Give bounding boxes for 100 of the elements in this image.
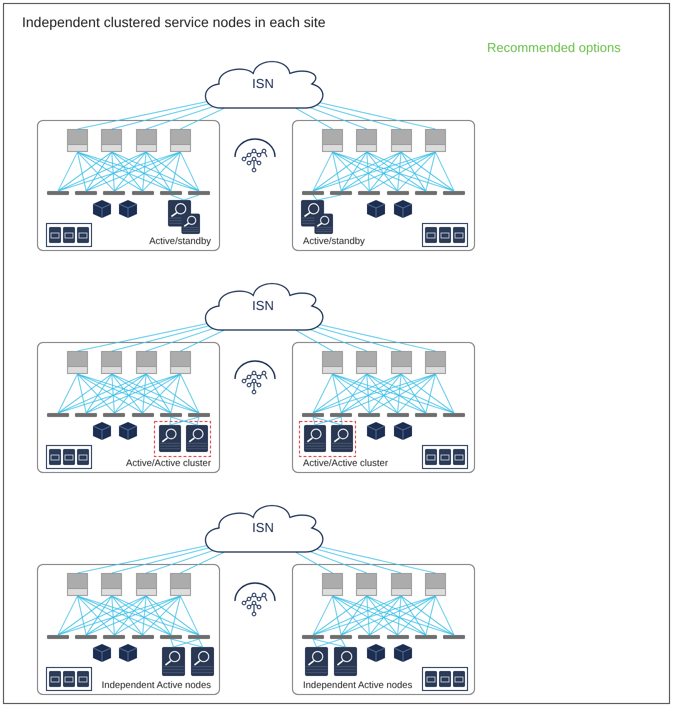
note-text: Recommended options [487,40,621,55]
link-line [332,152,454,192]
link-line [170,638,203,648]
link-line [77,152,200,192]
link-line [312,194,318,200]
link-line [77,374,87,414]
firewall-icon [304,425,326,452]
leaf-switch-bar [160,635,182,639]
link-line [312,638,317,648]
leaf-switch-bar [188,635,210,639]
link-line [146,374,172,414]
link-line [146,374,200,414]
link-line [425,374,436,414]
spine-switch-icon [170,573,191,596]
link-line [86,152,112,192]
spine-switch-icon [424,129,446,152]
link-line [312,374,402,414]
site-panel [37,342,220,473]
site-caption: Independent Active nodes [102,680,211,692]
link-line [366,374,370,414]
link-line [425,152,436,192]
spine-switch-icon [67,129,88,152]
site-caption: Active/standby [303,236,365,248]
site-panel [292,342,475,473]
spine-switch-icon [67,573,88,596]
link-line [170,194,184,200]
link-line [366,596,426,636]
link-line [170,596,181,636]
cluster-dashed-box [154,421,211,457]
leaf-switch-bar [358,635,380,639]
link-line [111,152,200,192]
leaf-switch-bar [160,413,182,417]
link-line [435,152,454,192]
link-line [170,152,181,192]
link-line [86,374,112,414]
link-line [58,374,112,414]
link-line [146,596,172,636]
link-line [340,152,436,192]
leaf-switch-bar [75,635,98,639]
link-line [77,152,115,192]
link-line [332,374,398,414]
link-line [146,596,200,636]
link-line [142,152,146,192]
link-line [366,374,454,414]
firewall-icon [305,647,328,676]
link-line [366,596,370,636]
leaf-switch-bar [103,635,126,639]
leaf-switch-bar [132,413,154,417]
leaf-switch-bar [443,635,465,639]
link-line [86,596,112,636]
link-line [77,152,87,192]
link-line [340,152,402,192]
link-line [170,374,181,414]
link-line [111,596,115,636]
link-line [58,596,146,636]
link-line [332,596,454,636]
link-line [332,596,370,636]
spine-switch-icon [356,129,378,152]
spine-switch-icon [390,129,412,152]
link-line [180,596,200,636]
spine-switch-icon [424,351,446,374]
link-line [312,152,368,192]
leaf-switch-bar [103,413,126,417]
link-line [435,596,454,636]
link-line [111,374,115,414]
spine-switch-icon [322,129,343,152]
link-line [366,596,454,636]
link-line [340,374,436,414]
spine-switch-icon [322,351,343,374]
link-line [114,152,181,192]
link-line [198,638,203,648]
link-line [77,374,115,414]
site-panel [37,120,220,251]
firewall-icon [301,200,333,234]
spine-switch-icon [136,129,157,152]
link-line [400,152,426,192]
link-line [332,152,342,192]
link-line [400,374,454,414]
link-line [366,374,426,414]
link-line [397,374,436,414]
leaf-switch-bar [386,413,409,417]
firewall-icon [191,647,214,676]
spine-switch-icon [424,573,446,596]
link-line [312,152,333,192]
link-line [340,596,402,636]
link-line [340,374,402,414]
link-line [77,596,87,636]
spine-switch-icon [170,351,191,374]
leaf-switch-bar [75,413,98,417]
leaf-switch-bar [330,191,352,195]
link-line [400,152,454,192]
link-line [400,596,426,636]
link-line [142,596,146,636]
spine-switch-icon [390,573,412,596]
link-line [332,374,454,414]
link-line [77,596,143,636]
link-line [340,374,368,414]
spine-switch-icon [101,573,122,596]
leaf-switch-bar [160,191,182,195]
link-line [397,374,402,414]
